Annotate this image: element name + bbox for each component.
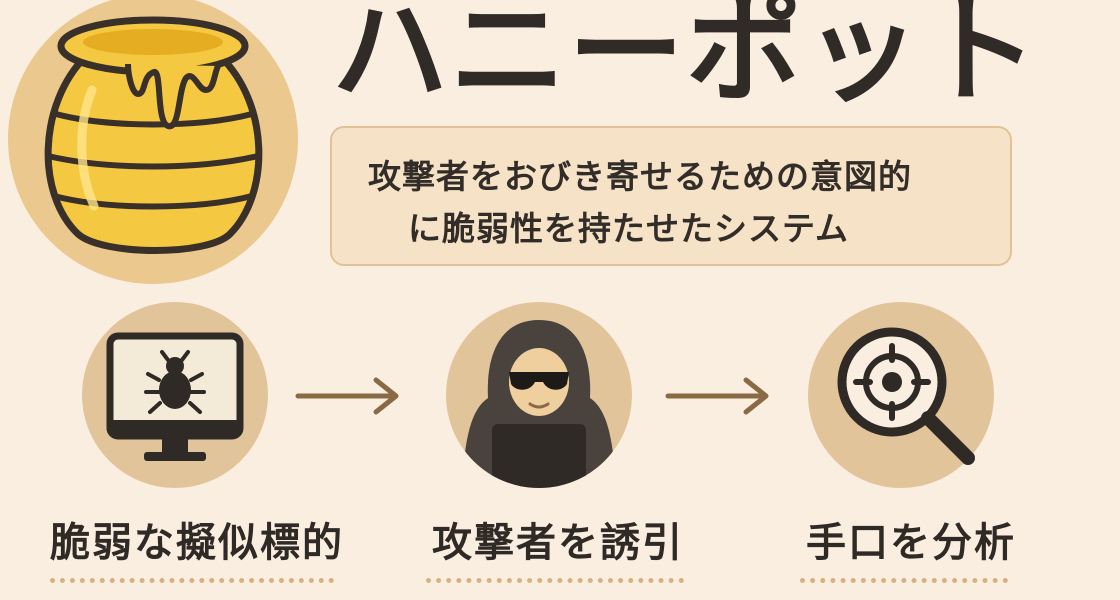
step-2-label: 攻撃者を誘引 — [432, 520, 684, 566]
dotted-divider-1 — [50, 578, 334, 591]
dotted-divider-2 — [426, 578, 684, 591]
arrow-right-icon-2 — [665, 377, 769, 415]
definition-line-1: 攻撃者をおびき寄せるための意図的 — [368, 157, 912, 196]
definition-box: 攻撃者をおびき寄せるための意図的 に脆弱性を持たせたシステム — [330, 126, 1012, 266]
step-1-label: 脆弱な擬似標的 — [50, 520, 344, 566]
honey-pot-icon — [44, 16, 263, 254]
page-title: ハニーポット — [332, 0, 1040, 119]
arrow-right-icon — [295, 377, 399, 415]
dotted-divider-3 — [800, 578, 1008, 591]
definition-line-2: に脆弱性を持たせたシステム — [408, 209, 850, 248]
hooded-hacker-icon — [462, 320, 616, 488]
magnifier-target-icon — [837, 327, 975, 465]
step-3-label: 手口を分析 — [806, 520, 1016, 566]
monitor-bug-icon — [106, 332, 244, 461]
